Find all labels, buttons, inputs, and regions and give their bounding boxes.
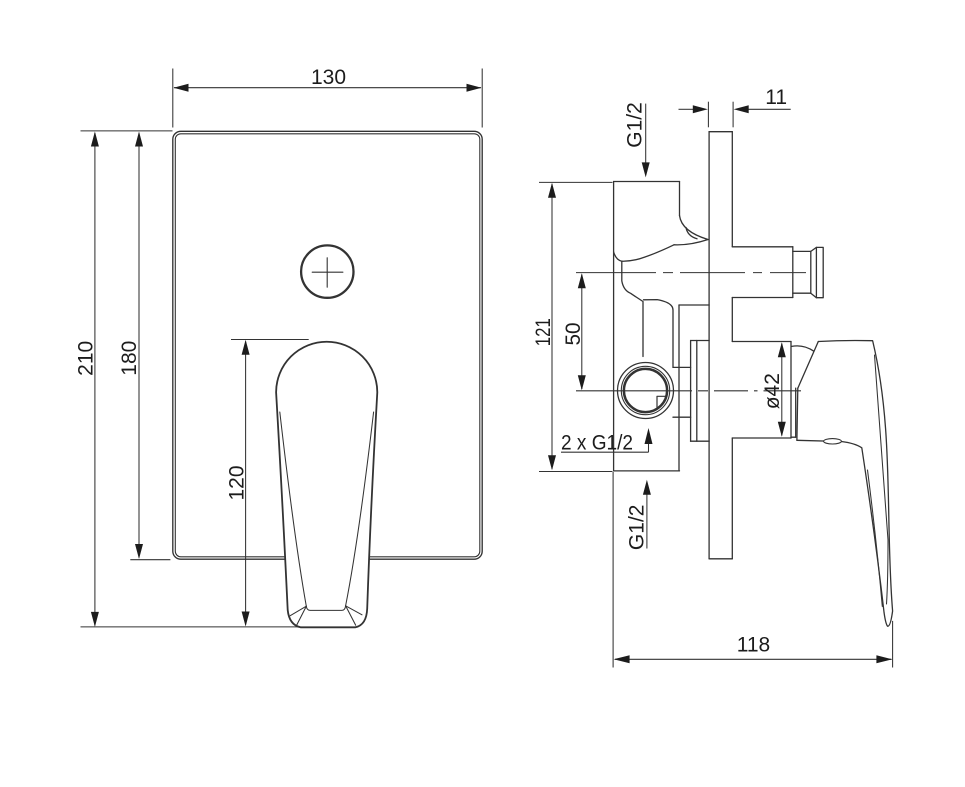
svg-text:G1/2: G1/2 [626, 505, 649, 551]
svg-text:180: 180 [118, 341, 141, 376]
svg-text:120: 120 [226, 465, 249, 500]
svg-text:50: 50 [562, 323, 585, 346]
svg-text:118: 118 [737, 634, 770, 657]
svg-text:G1/2: G1/2 [624, 102, 647, 148]
svg-text:ø42: ø42 [761, 373, 784, 409]
svg-text:130: 130 [311, 66, 346, 89]
svg-text:210: 210 [75, 341, 98, 376]
svg-text:2 x G1/2: 2 x G1/2 [561, 431, 633, 454]
svg-text:11: 11 [765, 86, 787, 109]
svg-text:121: 121 [532, 318, 555, 346]
